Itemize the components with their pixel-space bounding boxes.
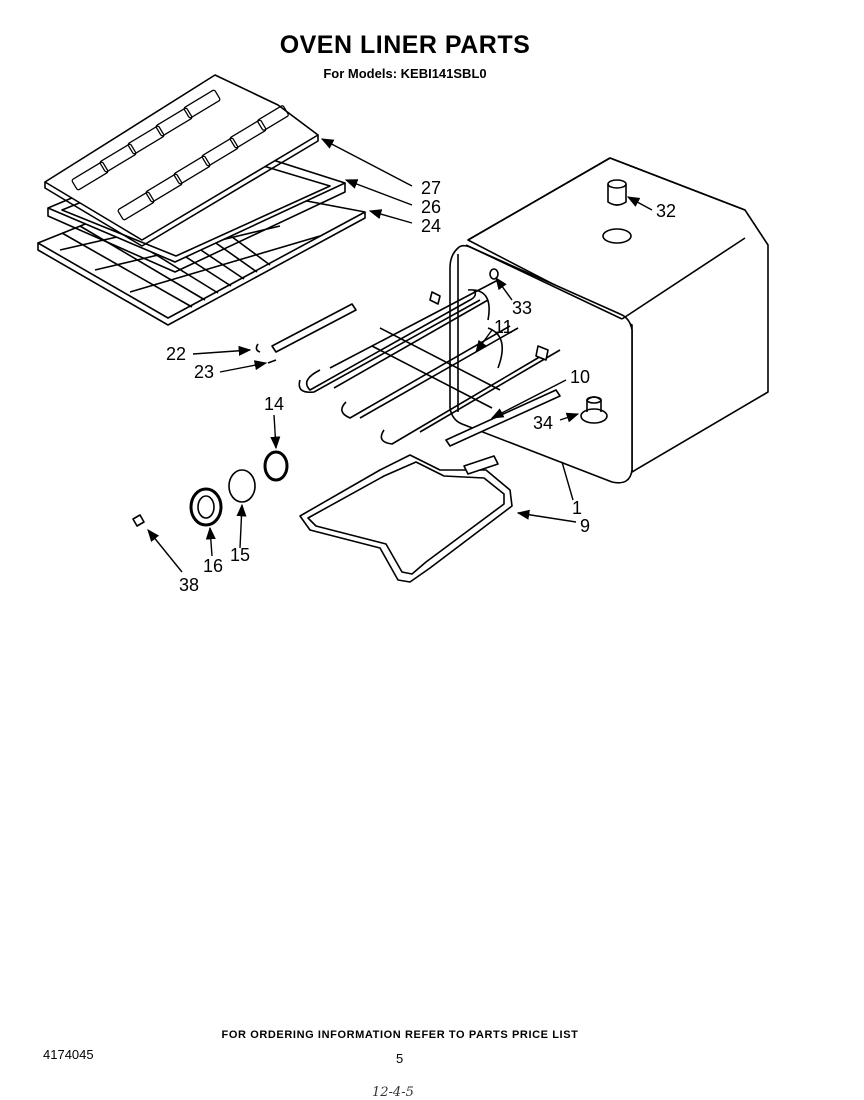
model-subtitle: For Models: KEBI141SBL0: [323, 66, 487, 81]
ordering-note: FOR ORDERING INFORMATION REFER TO PARTS …: [221, 1029, 579, 1041]
callout-1: 1: [572, 498, 582, 518]
leader-14: [270, 414, 281, 450]
document-number: 4174045: [43, 1047, 94, 1062]
handwritten-note: 12-4-5: [372, 1085, 414, 1100]
callout-27: 27: [421, 178, 441, 198]
leader-1: [561, 461, 574, 501]
leader-33: [495, 276, 513, 301]
callout-15: 15: [230, 545, 250, 565]
leader-11: [475, 329, 493, 354]
broiler-grid-part-27: [44, 74, 319, 247]
callout-16: 16: [203, 556, 223, 576]
clip-part-22: [255, 343, 261, 353]
leader-9: [516, 509, 577, 523]
gasket-part-14: [263, 450, 289, 482]
lens-housing-part-16: [189, 487, 223, 527]
callout-33: 33: [512, 298, 532, 318]
page-number: 5: [396, 1051, 404, 1066]
leader-24: [368, 209, 413, 224]
callout-24: 24: [421, 216, 441, 236]
callout-23: 23: [194, 362, 214, 382]
shield-rod: [271, 303, 357, 353]
callout-10: 10: [570, 367, 590, 387]
bake-element-part-9: [299, 454, 513, 583]
screw-part-38: [132, 514, 145, 527]
leader-32: [626, 196, 653, 211]
callout-38: 38: [179, 575, 199, 595]
callout-9: 9: [580, 516, 590, 536]
sensor-part-34: [580, 396, 608, 424]
callout-26: 26: [421, 197, 441, 217]
vent-part-32: [607, 179, 627, 206]
leader-26: [344, 179, 413, 206]
leader-16: [205, 526, 216, 557]
leader-10: [490, 379, 567, 419]
broil-element-part-11: [298, 279, 561, 445]
leader-15: [236, 503, 247, 549]
glass-part-15: [228, 469, 256, 503]
leader-34: [559, 412, 580, 423]
clip-part-23: [267, 359, 277, 364]
leader-27: [320, 138, 413, 187]
leader-23: [219, 360, 268, 373]
page-title: OVEN LINER PARTS: [279, 31, 531, 59]
callout-22: 22: [166, 344, 186, 364]
callout-32: 32: [656, 201, 676, 221]
callout-34: 34: [533, 413, 553, 433]
leader-22: [192, 345, 252, 356]
callout-14: 14: [264, 394, 284, 414]
callout-11: 11: [494, 317, 513, 337]
leader-38: [147, 529, 183, 573]
